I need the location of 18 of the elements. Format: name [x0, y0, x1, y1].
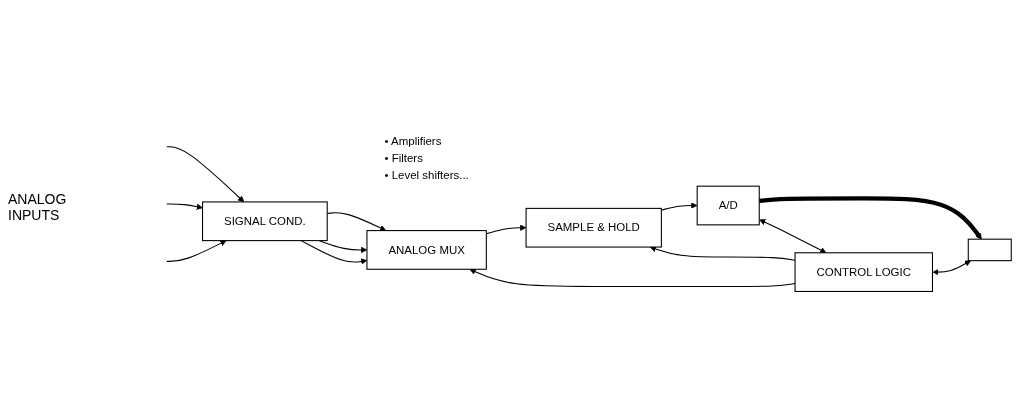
arrow — [166, 146, 245, 203]
node-label: • Filters — [384, 152, 423, 165]
input-label: ANALOG INPUTS — [8, 191, 68, 223]
node-box: SIGNAL COND. — [202, 201, 328, 242]
arrow — [166, 203, 203, 211]
arrow — [759, 219, 827, 254]
node-box: CONTROL LOGIC — [794, 252, 933, 293]
node-box — [967, 239, 1012, 262]
node-label: • Amplifiers — [384, 135, 442, 148]
arrow — [649, 246, 796, 262]
arrow — [932, 260, 971, 276]
node-box: SAMPLE & HOLD — [525, 208, 662, 248]
node-box: ANALOG MUX — [366, 230, 487, 271]
arrow — [166, 240, 227, 263]
node-label: • Level shifters... — [384, 169, 469, 182]
node-box: A/D — [696, 186, 760, 226]
arrow — [660, 202, 698, 212]
arrow — [469, 269, 796, 288]
